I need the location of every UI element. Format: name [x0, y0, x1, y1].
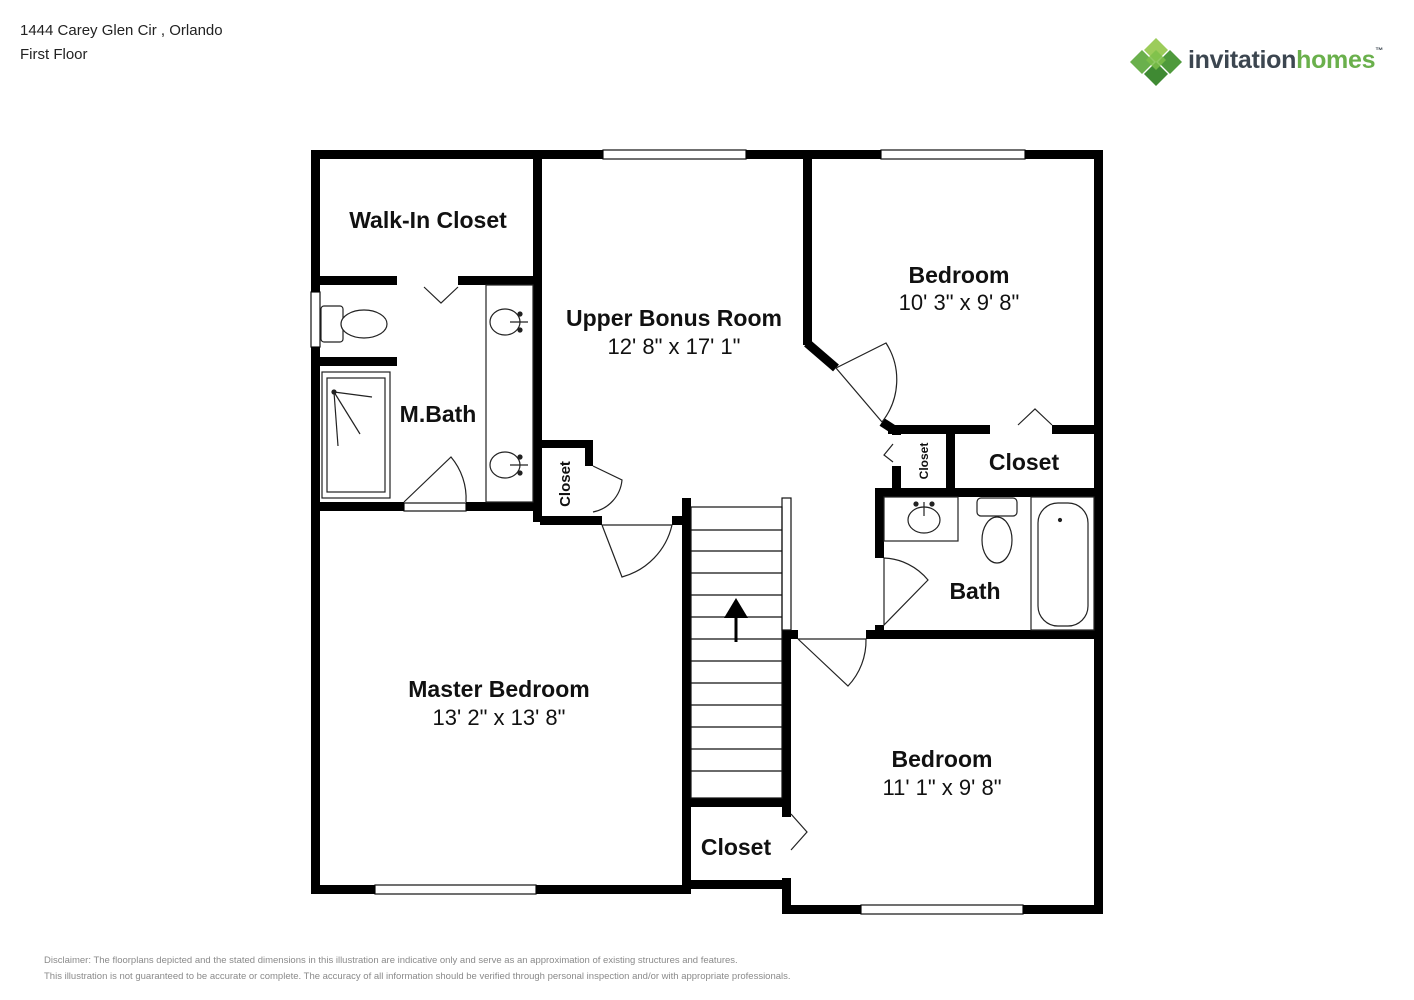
master-bedroom-dims: 13' 2" x 13' 8" [433, 705, 566, 730]
closet-right-label: Closet [989, 449, 1060, 475]
brand-logo: invitationhomes™ [1128, 36, 1388, 88]
property-address: 1444 Carey Glen Cir , Orlando [20, 22, 223, 39]
angled-wall-end [879, 418, 899, 435]
disclaimer-line-2: This illustration is not guaranteed to b… [44, 971, 791, 982]
bedroom-se-label: Bedroom [892, 746, 993, 772]
bathtub-icon [1030, 496, 1095, 631]
sink-icon [883, 496, 959, 542]
sink-icon [489, 308, 528, 336]
closet-center-label: Closet [557, 461, 574, 507]
bedroom-se-dims: 11' 1" x 9' 8" [882, 775, 1001, 800]
interior-walls [311, 150, 1103, 894]
upper-bonus-room-dims: 12' 8" x 17' 1" [608, 334, 741, 359]
staircase [690, 497, 792, 799]
bedroom-ne-label: Bedroom [909, 262, 1010, 288]
sink-icon [489, 451, 528, 479]
disclaimer-line-1: Disclaimer: The floorplans depicted and … [44, 955, 738, 966]
door-swings [403, 286, 1053, 851]
master-bedroom-label: Master Bedroom [408, 676, 589, 702]
toilet-icon [976, 497, 1018, 564]
exterior-walls [311, 150, 1103, 914]
stair-up-arrow-icon [724, 598, 748, 642]
brand-name: invitationhomes™ [1188, 46, 1383, 74]
closet-bottom-label: Closet [701, 834, 772, 860]
floor-label: First Floor [20, 46, 88, 63]
toilet-icon [320, 305, 388, 343]
bath-label: Bath [949, 578, 1000, 604]
upper-bonus-room-label: Upper Bonus Room [566, 305, 782, 331]
m-bath-label: M.Bath [400, 401, 477, 427]
angled-wall [804, 339, 839, 372]
closet-small-right-label: Closet [917, 443, 931, 480]
walk-in-closet-label: Walk-In Closet [349, 207, 507, 233]
bedroom-ne-dims: 10' 3" x 9' 8" [899, 290, 1020, 315]
shower-icon [321, 371, 391, 499]
diamond-cluster-logo-icon [1130, 38, 1182, 86]
